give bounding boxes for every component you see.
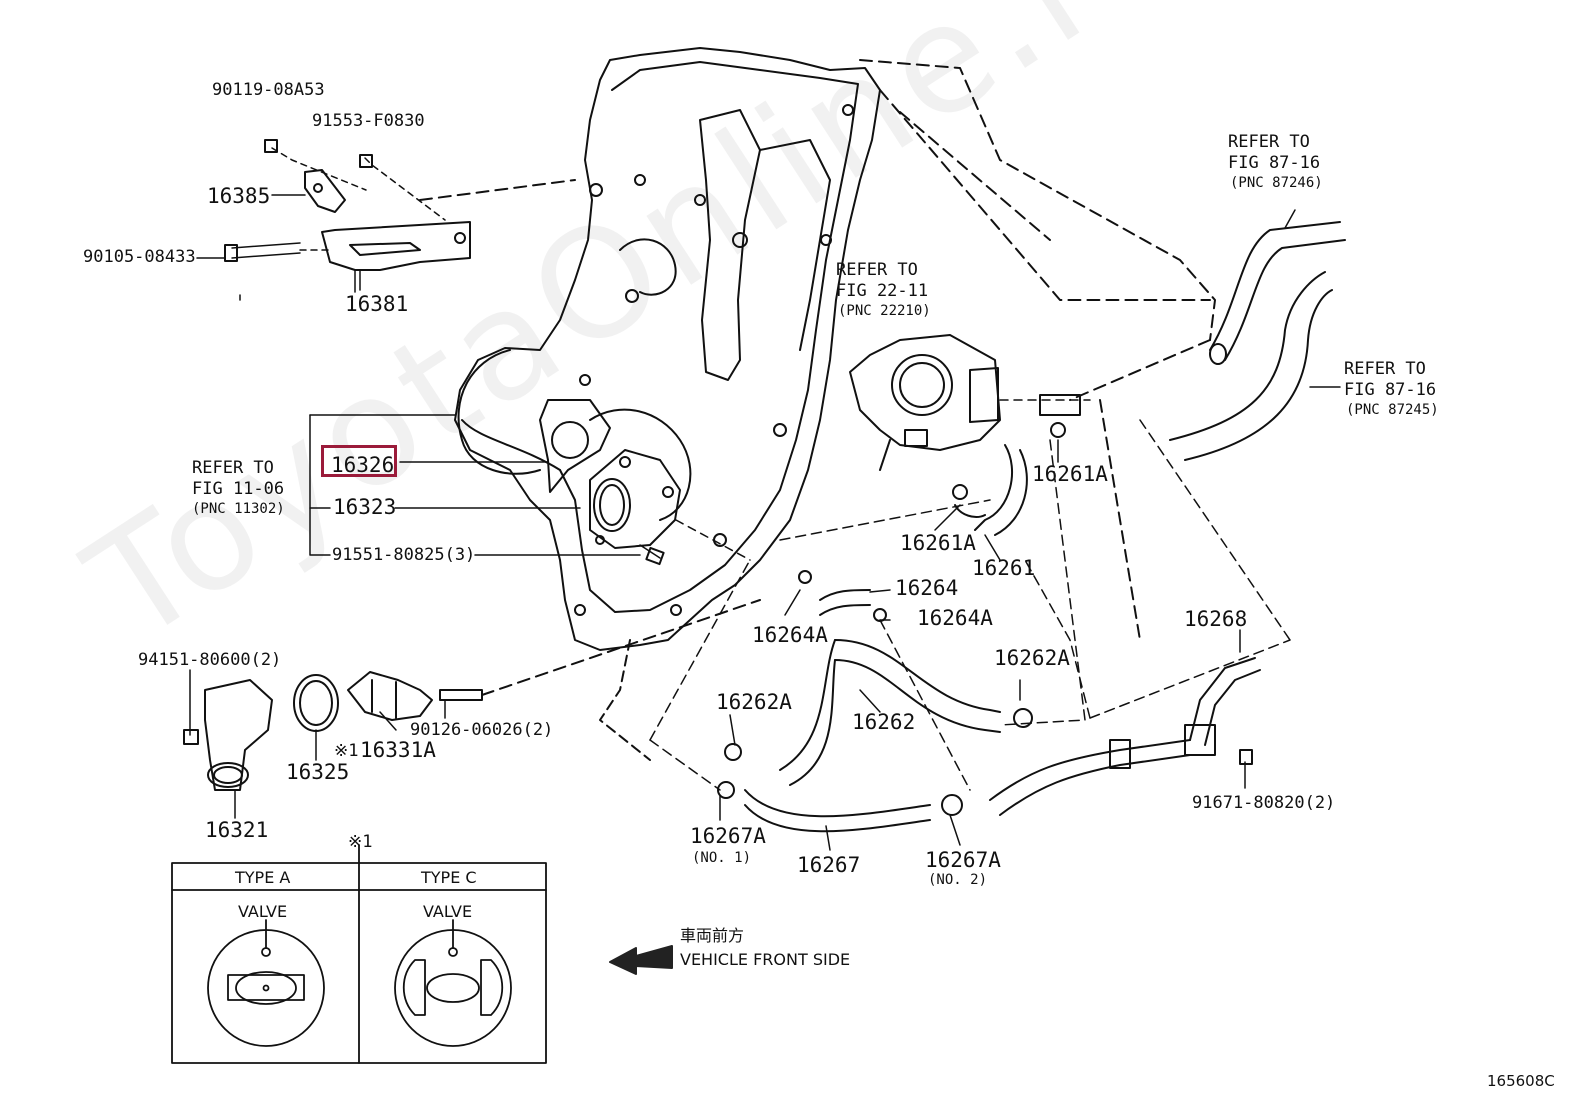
label-16262A-left[interactable]: 16262A: [716, 690, 792, 714]
ref-fig87b-line1: REFER TO: [1344, 359, 1426, 379]
label-90105-08433[interactable]: 90105-08433: [83, 247, 196, 267]
type-table: [171, 844, 547, 1064]
thermostat-group: [183, 599, 761, 791]
label-91551-80825[interactable]: 91551-80825(3): [332, 545, 476, 565]
label-91671-80820[interactable]: 91671-80820(2): [1192, 793, 1336, 813]
leader-lines: [189, 194, 1246, 851]
ref-fig22-line2[interactable]: FIG 22-11: [836, 281, 929, 301]
cylinder-head-outline: [859, 59, 1216, 641]
ref-fig87b-line2[interactable]: FIG 87-16: [1344, 380, 1437, 400]
label-16381[interactable]: 16381: [345, 292, 409, 316]
label-16267[interactable]: 16267: [797, 853, 861, 877]
label-94151-80600[interactable]: 94151-80600(2): [138, 650, 282, 670]
timing-cover-outline: [454, 47, 881, 761]
label-16264A-left[interactable]: 16264A: [752, 623, 828, 647]
ref-fig22-line1: REFER TO: [836, 260, 918, 280]
label-16331A[interactable]: 16331A: [360, 738, 436, 762]
diagram-id: 165608C: [1487, 1072, 1555, 1090]
type-c-valve-label: VALVE: [423, 902, 473, 921]
label-16326[interactable]: 16326: [331, 453, 395, 477]
type-table-mark: ※1: [348, 832, 373, 852]
front-indicator-jp: 車両前方: [680, 926, 745, 945]
label-16267A-no2[interactable]: 16267A: [925, 848, 1001, 872]
ref-fig11-line2[interactable]: FIG 11-06: [192, 479, 285, 499]
label-16267A-no1-note: (NO. 1): [692, 850, 752, 866]
label-91553-F0830[interactable]: 91553-F0830: [312, 111, 425, 131]
label-16262[interactable]: 16262: [852, 710, 916, 734]
heater-hoses: [649, 209, 1346, 833]
type-a-valve-label: VALVE: [238, 902, 288, 921]
label-16264[interactable]: 16264: [895, 576, 959, 600]
label-16325[interactable]: 16325: [286, 760, 350, 784]
label-16264A-right[interactable]: 16264A: [917, 606, 993, 630]
ref-fig11-line3: (PNC 11302): [192, 501, 285, 517]
label-16261A-top[interactable]: 16261A: [1032, 462, 1108, 486]
label-16261A-bottom[interactable]: 16261A: [900, 531, 976, 555]
ref-fig87a-line2[interactable]: FIG 87-16: [1228, 153, 1321, 173]
label-90126-06026[interactable]: 90126-06026(2): [410, 720, 554, 740]
front-arrow: [609, 945, 673, 975]
ref-fig87a-line1: REFER TO: [1228, 132, 1310, 152]
type-c-header: TYPE C: [421, 868, 477, 887]
throttle-body: [849, 334, 1091, 471]
label-16385[interactable]: 16385: [207, 184, 271, 208]
ref-fig87b-line3: (PNC 87245): [1346, 402, 1439, 418]
ref-fig22-line3: (PNC 22210): [838, 303, 931, 319]
front-indicator-en: VEHICLE FRONT SIDE: [680, 950, 851, 969]
label-16268[interactable]: 16268: [1184, 607, 1248, 631]
ref-fig87a-line3: (PNC 87246): [1230, 175, 1323, 191]
type-a-header: TYPE A: [235, 868, 291, 887]
label-16262A-right[interactable]: 16262A: [994, 646, 1070, 670]
ref-fig11-line1: REFER TO: [192, 458, 274, 478]
label-16267A-no1[interactable]: 16267A: [690, 824, 766, 848]
water-inlet-assembly: [539, 399, 751, 566]
label-90119-08A53[interactable]: 90119-08A53: [212, 80, 325, 100]
label-16331A-mark: ※1: [334, 741, 359, 761]
bracket-group: [224, 139, 576, 291]
label-16321[interactable]: 16321: [205, 818, 269, 842]
highlighted-part-16326[interactable]: 16326: [321, 445, 397, 477]
label-16267A-no2-note: (NO. 2): [928, 872, 988, 888]
label-16323[interactable]: 16323: [333, 495, 397, 519]
label-16261[interactable]: 16261: [972, 556, 1036, 580]
